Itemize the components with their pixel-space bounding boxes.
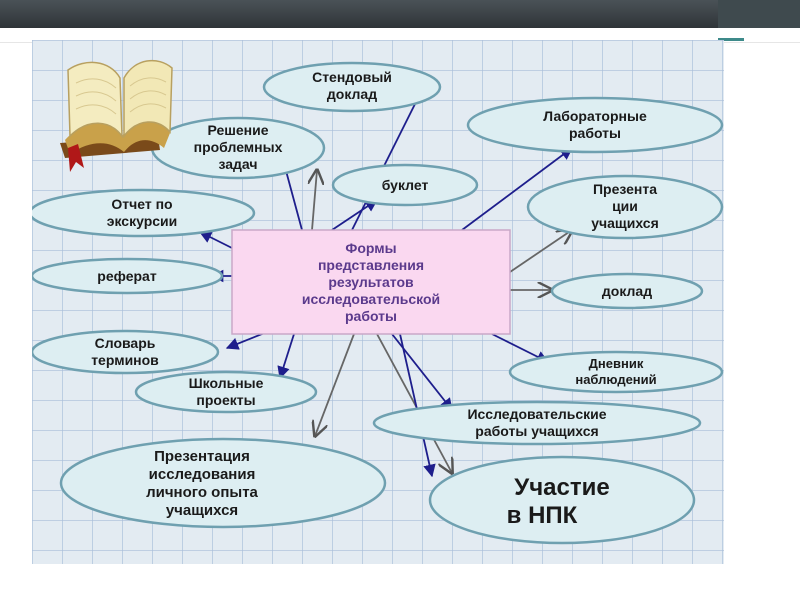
node-dnevnik-ellipse (508, 350, 724, 394)
node-buklet: буклет (382, 177, 429, 193)
node-issled-ellipse (372, 400, 702, 446)
node-prezent-issl-line-1: Презентация (154, 448, 250, 465)
node-doklad-ellipse (550, 272, 704, 310)
node-buklet-line-1: буклет (382, 177, 429, 193)
node-npk: Участие в НПК (507, 474, 610, 529)
node-otchet: Отчет по экскурсии (107, 196, 178, 229)
node-issled: Исследовательские работы учащихся (467, 406, 606, 439)
arrow-to-buklet (331, 199, 379, 231)
arrow-to-prezent-issl (315, 333, 355, 436)
arrow-to-lab (461, 147, 574, 231)
node-reshenie-line-1: Решение (207, 122, 268, 138)
node-npk-ellipse (428, 455, 696, 545)
node-issled-line-1: Исследовательские (467, 406, 606, 422)
node-prezent-uch-line-3: учащихся (591, 215, 659, 231)
node-referat: реферат (97, 268, 157, 284)
arrow-to-npk-2 (399, 333, 436, 478)
node-prezent-uch-line-2: ции (612, 198, 638, 214)
node-slovar-ellipse (32, 329, 220, 375)
node-referat-ellipse (32, 257, 224, 295)
center-line-1: Формы (345, 240, 396, 256)
node-prezent-issl: Презентация исследования личного опыта у… (146, 448, 258, 519)
node-reshenie: Решение проблемных задач (194, 122, 283, 172)
center-line-4: исследовательской (302, 291, 440, 307)
node-referat-line-1: реферат (97, 268, 157, 284)
arrow-to-otchet (198, 231, 233, 249)
arrow-to-shkol (277, 333, 295, 380)
node-reshenie-line-3: задач (218, 156, 257, 172)
arrow-to-stend (351, 88, 423, 231)
node-shkol: Школьные проекты (189, 375, 264, 408)
node-dnevnik: Дневник наблюдений (575, 356, 656, 387)
arrow-to-prezent-uch (509, 230, 572, 273)
diagram-svg: Формы представления результатов исследов… (32, 40, 724, 564)
slide-top-bar-accent (718, 0, 800, 28)
node-reshenie-line-2: проблемных (194, 139, 283, 155)
node-shkol-line-2: проекты (196, 392, 255, 408)
node-lab: Лабораторные работы (543, 108, 647, 141)
node-prezent-uch-ellipse (526, 174, 724, 240)
center-line-2: представления (318, 257, 424, 273)
open-book-icon (60, 59, 173, 172)
node-slovar-line-1: Словарь (95, 335, 156, 351)
node-stend-ellipse (262, 61, 442, 113)
node-lab-line-2: работы (569, 125, 621, 141)
node-stend: Стендовый доклад (312, 69, 392, 102)
node-lab-ellipse (466, 96, 724, 154)
slide-top-bar (0, 0, 800, 28)
node-prezent-issl-line-2: исследования (149, 466, 256, 483)
node-prezent-issl-line-4: учащихся (166, 502, 238, 519)
node-doklad-line-1: доклад (602, 283, 652, 299)
node-otchet-line-1: Отчет по (111, 196, 172, 212)
node-dnevnik-line-1: Дневник (589, 356, 644, 371)
center-line-3: результатов (328, 274, 414, 290)
center-box (231, 229, 511, 335)
node-slovar: Словарь терминов (91, 335, 159, 368)
node-otchet-line-2: экскурсии (107, 213, 178, 229)
node-prezent-issl-line-3: личного опыта (146, 484, 258, 501)
center-line-5: работы (345, 308, 397, 324)
node-npk-line-1: Участие (514, 474, 609, 501)
node-doklad: доклад (602, 283, 652, 299)
node-slovar-line-2: терминов (91, 352, 159, 368)
node-shkol-ellipse (134, 370, 318, 414)
slide-accent-line (718, 38, 744, 41)
node-otchet-ellipse (32, 188, 256, 238)
node-shkol-line-1: Школьные (189, 375, 264, 391)
node-prezent-uch: Презента ции учащихся (591, 181, 659, 231)
diagram-canvas: Формы представления результатов исследов… (32, 40, 724, 564)
node-lab-line-1: Лабораторные (543, 108, 647, 124)
node-prezent-issl-ellipse (59, 437, 387, 529)
arrow-to-buklet-up (312, 170, 317, 231)
arrow-to-npk (376, 333, 452, 473)
node-prezent-uch-line-1: Презента (593, 181, 657, 197)
node-npk-line-2: в НПК (507, 502, 578, 529)
node-stend-line-2: доклад (327, 86, 377, 102)
node-issled-line-2: работы учащихся (475, 423, 598, 439)
node-stend-line-1: Стендовый (312, 69, 392, 85)
node-buklet-ellipse (331, 163, 479, 207)
node-dnevnik-line-2: наблюдений (575, 372, 656, 387)
center-title: Формы представления результатов исследов… (302, 240, 440, 324)
